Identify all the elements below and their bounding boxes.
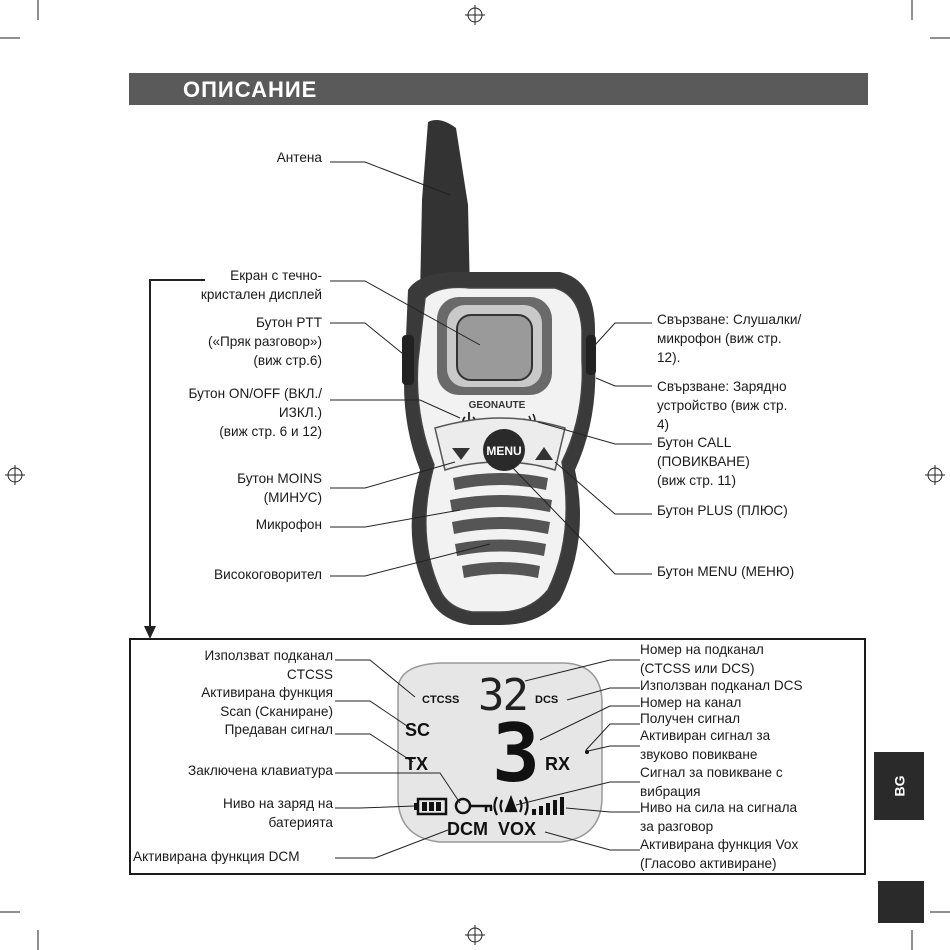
label-headset: Свързване: Слушалки/микрофон (виж стр.12… [657, 312, 802, 365]
svg-text:MENU: MENU [486, 444, 521, 458]
lcd-dcm: DCM [447, 819, 488, 839]
section-title: ОПИСАНИЕ [183, 77, 318, 102]
language-tab [874, 752, 924, 820]
walkie-talkie-drawing: GEONAUTE MENU [402, 120, 596, 625]
page-number-box [878, 881, 924, 923]
lcd-ctcss: CTCSS [422, 694, 460, 706]
label-lcd-subch-num: Номер на подканал(CTCSS или DCS) [640, 642, 764, 676]
lcd-tx: TX [405, 754, 429, 774]
svg-text:GEONAUTE: GEONAUTE [469, 400, 526, 411]
label-lcd-tx: Предаван сигнал [224, 722, 333, 737]
label-menu: Бутон MENU (МЕНЮ) [657, 564, 795, 579]
label-antenna: Антена [276, 150, 322, 165]
label-speaker: Високоговорител [214, 567, 322, 582]
label-lcd-vox: Активирана функция Vox(Гласово активиран… [640, 837, 799, 871]
lcd-subchannel-digits: 32 [478, 670, 529, 721]
label-moins: Бутон MOINS(МИНУС) [237, 471, 322, 505]
lock-key-icon [454, 797, 493, 815]
label-lcd-dcm: Активирана функция DCM [133, 849, 300, 864]
label-screen: Екран с течно-кристален дисплей [200, 268, 322, 302]
registration-target-icon [5, 5, 945, 945]
label-lcd-lock: Заключена клавиатура [188, 763, 333, 778]
lcd-vox: VOX [498, 819, 537, 839]
label-lcd-rx: Получен сигнал [640, 711, 741, 726]
lcd-description-panel [129, 638, 866, 875]
vibrate-icon [493, 794, 529, 816]
signal-bars-icon [532, 797, 564, 815]
battery-icon [414, 797, 448, 816]
label-call: Бутон CALL(ПОВИКВАНЕ)(виж стр. 11) [657, 435, 750, 488]
label-lcd-dcs: Използван подканал DCS [640, 678, 803, 693]
lcd-dcs: DCS [535, 694, 559, 706]
label-lcd-channel: Номер на канал [640, 695, 742, 710]
label-onoff: Бутон ON/OFF (ВКЛ./ИЗКЛ.)(виж стр. 6 и 1… [188, 386, 322, 439]
section-header-bar [129, 73, 868, 105]
label-plus: Бутон PLUS (ПЛЮС) [657, 503, 788, 518]
lcd-sc: SC [405, 720, 431, 740]
label-ptt: Бутон PTT(«Пряк разговор»)(виж стр.6) [207, 315, 322, 368]
lcd-rx: RX [545, 754, 571, 774]
language-tab-label: BG [891, 775, 907, 797]
label-mic: Микрофон [255, 517, 322, 532]
lcd-channel-digit: 3 [492, 707, 541, 800]
